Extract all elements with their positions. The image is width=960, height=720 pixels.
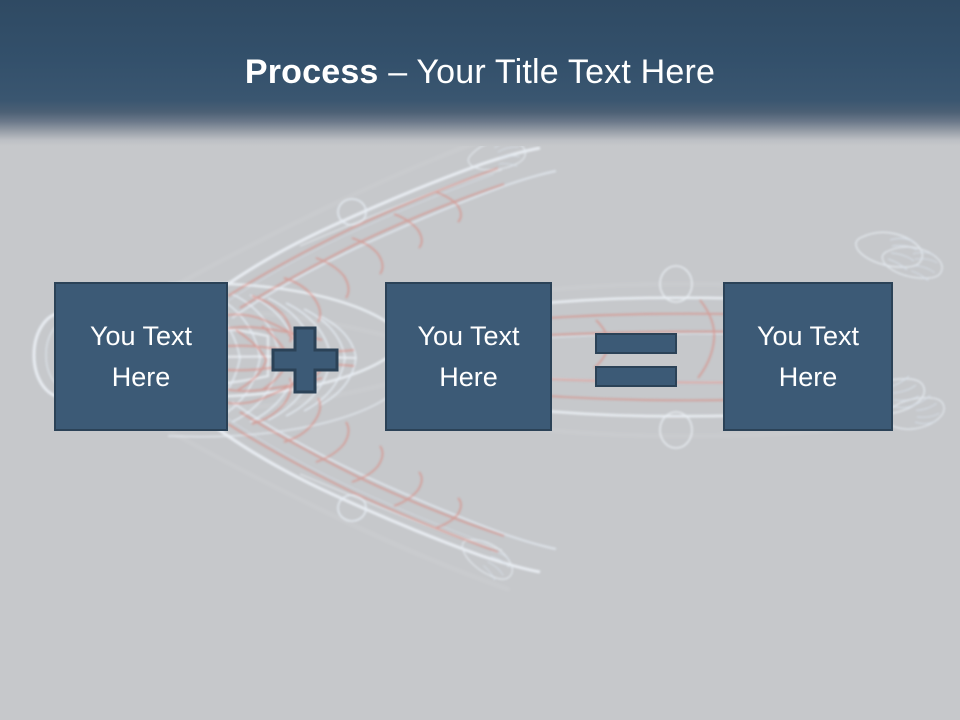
process-box-3[interactable]: You Text Here (723, 282, 893, 431)
process-box-2[interactable]: You Text Here (385, 282, 552, 431)
equals-bar-bottom (595, 366, 677, 387)
equals-operator-icon (595, 333, 677, 387)
process-box-2-line2: Here (439, 361, 498, 392)
page-title: Process – Your Title Text Here (0, 52, 960, 92)
equals-bar-top (595, 333, 677, 354)
process-box-1-line2: Here (111, 361, 171, 392)
page-title-separator: – (378, 53, 417, 91)
page-title-bold: Process (244, 53, 379, 91)
process-box-3-text: You Text Here (725, 316, 891, 398)
process-box-2-line1: You Text (417, 320, 520, 351)
page-title-rest: Your Title Text Here (416, 53, 716, 91)
process-box-3-line1: You Text (756, 320, 860, 351)
process-box-1-text: You Text Here (56, 316, 226, 398)
process-box-3-line2: Here (778, 361, 838, 392)
process-box-2-text: You Text Here (387, 316, 550, 398)
slide-header-band (0, 0, 960, 146)
process-box-1[interactable]: You Text Here (54, 282, 228, 431)
plus-operator-icon (271, 326, 339, 394)
process-box-1-line1: You Text (89, 320, 193, 351)
